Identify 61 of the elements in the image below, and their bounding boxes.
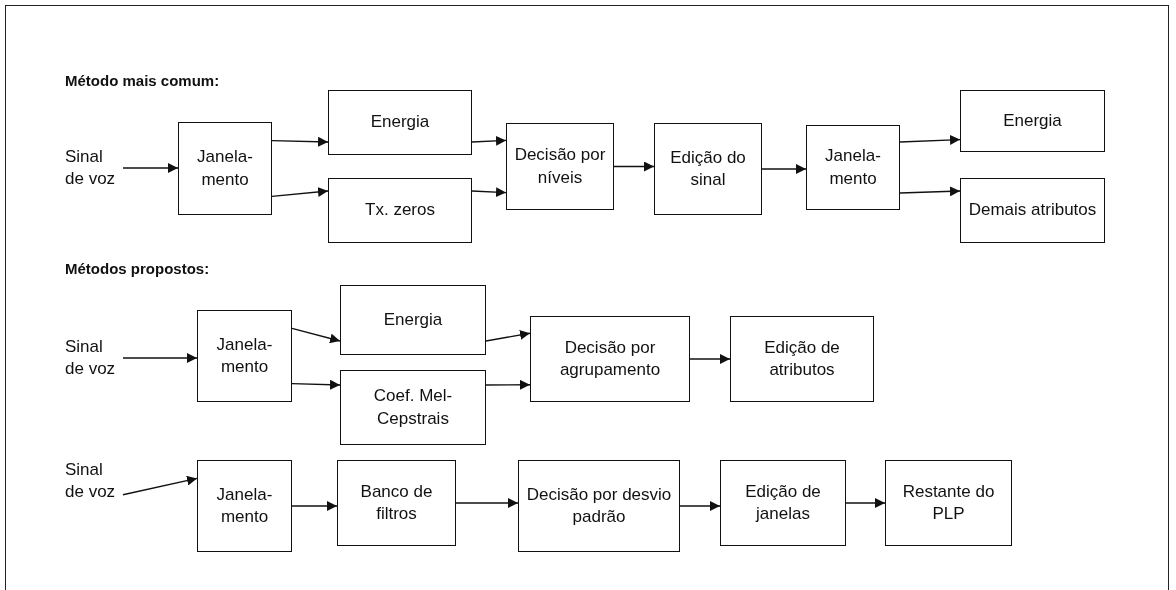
process-box (960, 178, 1105, 243)
process-box (530, 316, 690, 402)
arrow (471, 135, 507, 146)
process-box (730, 316, 874, 402)
arrow (291, 379, 341, 390)
input-label: Sinal de voz (65, 335, 125, 381)
process-box (340, 370, 486, 445)
process-box (197, 460, 292, 552)
arrow (679, 501, 721, 511)
box-text: Edição do sinal (669, 146, 747, 191)
box-text: Janela-mento (196, 146, 254, 191)
box-text: Edição de janelas (744, 480, 822, 525)
arrow (291, 327, 341, 344)
box-text: Demais atributos (968, 199, 1097, 222)
box-text: Edição de atributos (763, 336, 841, 381)
arrow (271, 187, 329, 198)
arrow (899, 135, 961, 145)
process-box (806, 125, 900, 210)
process-box (720, 460, 846, 546)
process-box (885, 460, 1012, 546)
box-text: Coef. Mel-Cepstrais (372, 385, 454, 430)
arrow (689, 354, 731, 364)
box-text: Janela-mento (215, 483, 274, 528)
arrow (471, 187, 507, 198)
arrow (485, 379, 531, 390)
arrow (291, 501, 338, 511)
arrow (455, 498, 519, 508)
box-text: Tx. zeros (365, 199, 435, 222)
process-box (328, 90, 472, 155)
process-box (328, 178, 472, 243)
box-text: Decisão por agrupamento (558, 336, 662, 381)
process-box (197, 310, 292, 402)
process-box (178, 122, 272, 215)
box-text: Janela-mento (824, 145, 882, 190)
arrow (122, 353, 198, 363)
box-text: Energia (1003, 109, 1062, 132)
section-heading: Método mais comum: (65, 72, 220, 89)
process-box (960, 90, 1105, 152)
box-text: Energia (383, 308, 443, 331)
input-label: Sinal de voz (65, 145, 125, 191)
process-box (506, 123, 614, 210)
arrow (485, 330, 531, 342)
arrow (899, 186, 961, 197)
box-text: Decisão por desvio padrão (525, 483, 673, 528)
process-box (654, 123, 762, 215)
arrow (122, 475, 198, 496)
box-text: Energia (370, 111, 430, 134)
box-text: Janela-mento (215, 333, 274, 378)
box-text: Decisão por níveis (513, 144, 607, 189)
input-label: Sinal de voz (65, 458, 125, 504)
arrow (761, 164, 807, 174)
section-heading: Métodos propostos: (65, 260, 210, 277)
process-box (340, 285, 486, 355)
box-text: Banco de filtros (359, 480, 434, 525)
process-box (518, 460, 680, 552)
box-text: Restante do PLP (901, 480, 996, 525)
arrow (845, 498, 886, 508)
process-box (337, 460, 456, 546)
arrow (613, 161, 655, 172)
arrow (122, 163, 179, 173)
arrow (271, 136, 329, 147)
